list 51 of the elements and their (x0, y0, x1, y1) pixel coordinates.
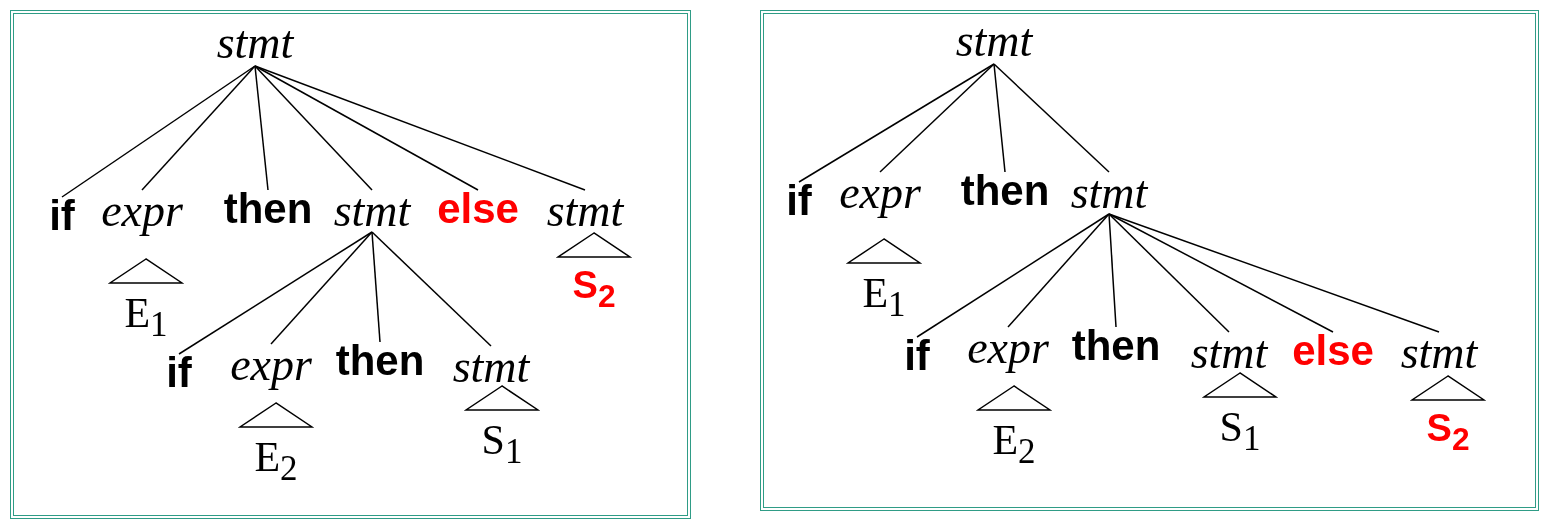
nonterminal-label: stmt (325, 188, 419, 234)
leaf-label: E$_{1}$ (123, 292, 169, 343)
nonterminal-label: expr (92, 188, 192, 234)
nonterminal-label: stmt (1062, 170, 1156, 216)
leaf-label: S$_{1}$ (1218, 406, 1262, 457)
tree-branch (61, 65, 256, 198)
nonterminal-label: stmt (444, 344, 538, 390)
leaf-label: E$_{1}$ (861, 272, 907, 323)
tree-branch (254, 65, 269, 191)
keyword-label: else (424, 188, 532, 234)
tree-branch (1108, 213, 1334, 333)
keyword-label: if (40, 195, 84, 241)
keyword-label: then (948, 170, 1062, 216)
keyword-label: then (1060, 325, 1172, 371)
tree-branch (1108, 213, 1230, 333)
tree-branch (1108, 213, 1117, 328)
nonterminal-label: expr (218, 342, 324, 388)
tree-branch (371, 231, 492, 347)
nonterminal-label: stmt (1392, 330, 1486, 376)
nonterminal-label: stmt (944, 18, 1044, 66)
nonterminal-label: expr (830, 170, 930, 216)
tree-branch (254, 65, 373, 191)
tree-branch (879, 63, 995, 173)
keyword-label: if (896, 335, 938, 381)
nonterminal-label: expr (958, 325, 1058, 371)
keyword-label: then (210, 188, 326, 234)
tree-panel (760, 10, 1539, 511)
nonterminal-label: stmt (205, 20, 305, 68)
tree-branch (178, 231, 373, 355)
tree-branch (993, 63, 1006, 173)
leaf-label: S$_{1}$ (480, 419, 524, 470)
leaf-label: S$_{2}$ (571, 266, 617, 313)
keyword-label: else (1280, 330, 1386, 376)
leaf-label: E$_{2}$ (253, 436, 299, 487)
keyword-label: then (324, 340, 436, 386)
keyword-label: if (158, 352, 200, 398)
tree-branch (916, 213, 1110, 338)
tree-branch (993, 63, 1110, 173)
tree-branch (1108, 213, 1440, 333)
tree-branch (254, 65, 586, 191)
leaf-label: E$_{2}$ (991, 419, 1037, 470)
nonterminal-label: stmt (538, 188, 632, 234)
tree-branch (141, 65, 256, 191)
leaf-label: S$_{2}$ (1425, 409, 1471, 456)
tree-panel (10, 10, 691, 519)
tree-branch (254, 65, 479, 191)
tree-branch (270, 231, 373, 345)
nonterminal-label: stmt (1182, 330, 1276, 376)
tree-branch (1007, 213, 1110, 328)
keyword-label: if (778, 180, 820, 226)
tree-branch (371, 231, 381, 343)
